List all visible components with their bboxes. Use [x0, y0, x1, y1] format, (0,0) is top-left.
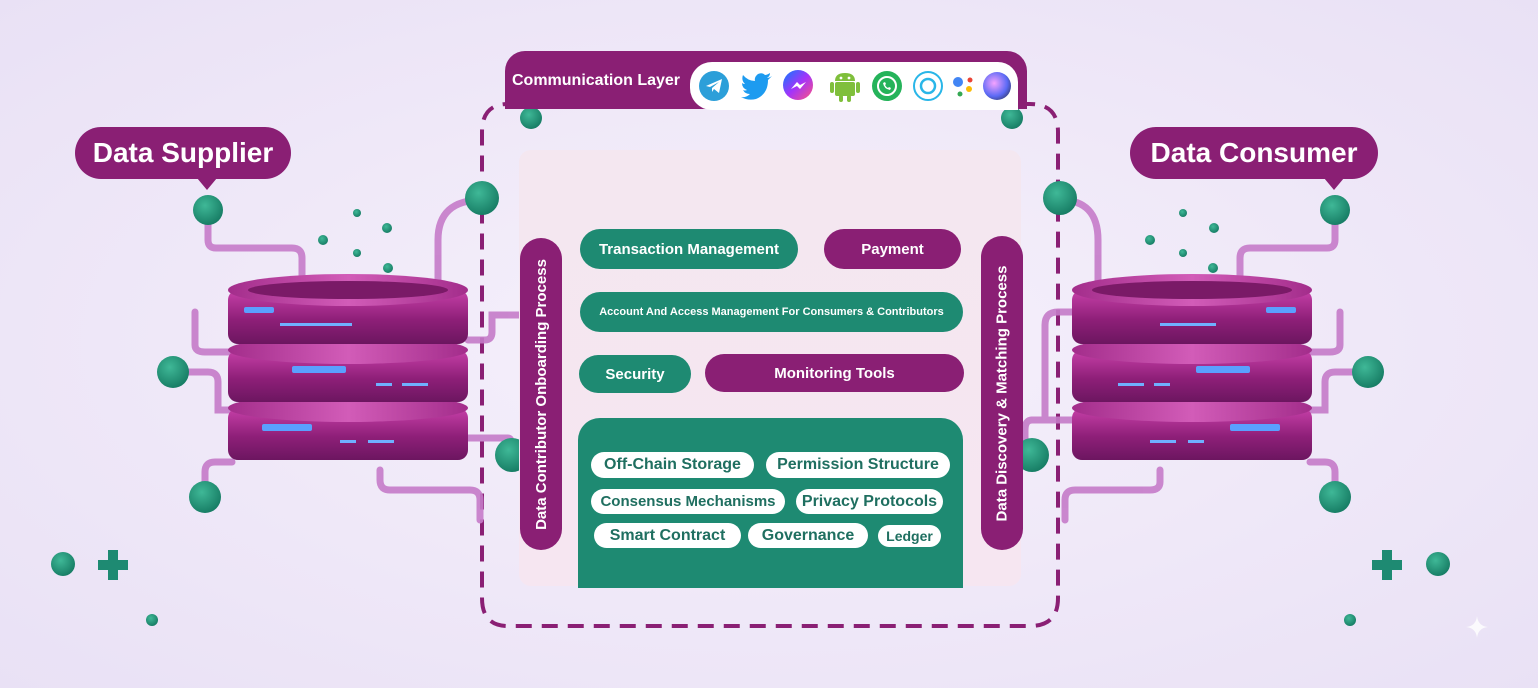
siri-icon[interactable] [983, 72, 1011, 100]
data-consumer-callout-tail [1324, 178, 1344, 190]
telegram-icon[interactable] [699, 71, 729, 101]
consensus-mechanisms-tag[interactable]: Consensus Mechanisms [591, 489, 785, 514]
monitoring-tools-module[interactable]: Monitoring Tools [705, 354, 964, 392]
account-access-module[interactable]: Account And Access Management For Consum… [580, 292, 963, 332]
privacy-protocols-tag[interactable]: Privacy Protocols [796, 489, 943, 514]
discovery-matching-label: Data Discovery & Matching Process [981, 236, 1023, 550]
data-supplier-callout-tail [197, 178, 217, 190]
green-nodes [51, 107, 1450, 626]
communication-layer-label: Communication Layer [512, 72, 681, 89]
transaction-management-module[interactable]: Transaction Management [580, 229, 798, 269]
sparkle-icon [1466, 616, 1488, 638]
left-database-stack [228, 274, 468, 460]
whatsapp-icon[interactable] [872, 71, 902, 101]
ledger-tag[interactable]: Ledger [878, 525, 941, 547]
left-pipes [171, 196, 536, 524]
left-disk-1 [228, 274, 468, 344]
data-consumer-callout: Data Consumer [1130, 127, 1378, 179]
onboarding-process-label: Data Contributor Onboarding Process [520, 238, 562, 550]
right-database-stack [1072, 274, 1312, 460]
data-supplier-callout: Data Supplier [75, 127, 291, 179]
dashed-frame [480, 102, 1060, 628]
android-icon[interactable] [829, 69, 860, 102]
right-disk-2 [1072, 336, 1312, 402]
messenger-icon[interactable] [783, 70, 813, 100]
alexa-icon[interactable] [913, 71, 943, 101]
security-module[interactable]: Security [579, 355, 691, 393]
right-pipes [1021, 196, 1374, 524]
smart-contract-tag[interactable]: Smart Contract [594, 523, 741, 548]
twitter-icon[interactable] [740, 71, 772, 101]
left-disk-2 [228, 336, 468, 402]
right-disk-1 [1072, 274, 1312, 344]
right-disk-3 [1072, 394, 1312, 460]
google-assistant-icon[interactable] [950, 72, 980, 102]
permission-structure-tag[interactable]: Permission Structure [766, 452, 950, 478]
payment-module[interactable]: Payment [824, 229, 961, 269]
left-disk-3 [228, 394, 468, 460]
off-chain-storage-tag[interactable]: Off-Chain Storage [591, 452, 754, 478]
governance-tag[interactable]: Governance [748, 523, 868, 548]
